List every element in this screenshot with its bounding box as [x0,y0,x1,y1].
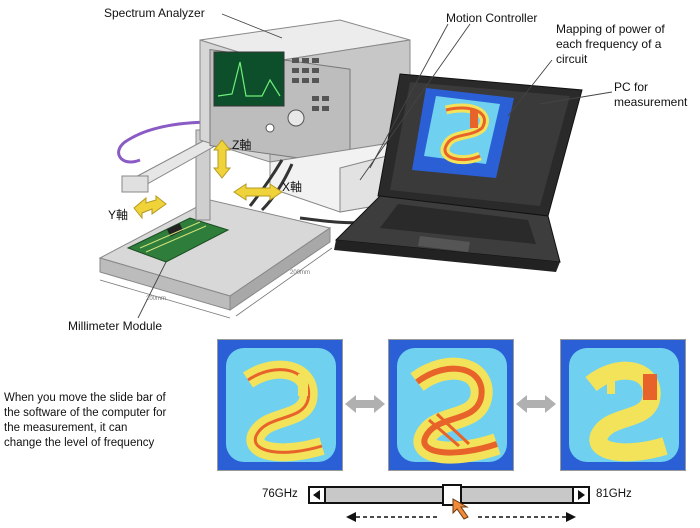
mouse-cursor-icon [452,498,469,520]
motion-controller-label: Motion Controller [446,11,538,25]
y-axis-label: Y軸 [108,208,129,222]
mapping-label-line1: Mapping of power of [556,22,665,36]
drag-direction-arrows [346,512,576,522]
dimension-lines [99,247,333,319]
slider-left-button[interactable] [308,486,326,504]
frequency-max-label: 81GHz [596,488,632,500]
frequency-slider-thumb[interactable] [442,484,462,506]
triangle-right-icon [578,490,585,500]
spectrum-analyzer-device [199,19,411,166]
note-line2: the software of the computer for [4,407,167,419]
slider-right-button[interactable] [572,486,590,504]
note-line1: When you move the slide bar of [4,392,166,404]
double-arrow-left [345,395,385,413]
y-axis-arrow [133,194,167,220]
note-line4: change the level of frequency [4,437,155,449]
dimension-width-label: 200mm [146,296,167,302]
note-line3: the measurement, it can [4,422,128,434]
dimension-depth-label: 200mm [290,270,311,276]
measurement-setup-illustration [98,13,613,319]
x-axis-label: X軸 [282,180,303,194]
xy-stage [98,199,332,311]
z-axis-label: Z軸 [232,138,252,152]
pc-label-line1: PC for [614,80,649,94]
spectrum-analyzer-label: Spectrum Analyzer [104,6,205,20]
pc-label-line2: measurement [614,95,688,109]
frequency-min-label: 76GHz [262,488,298,500]
mapping-label-line3: circuit [556,52,588,66]
heatmap-panel-right [560,339,686,471]
double-arrow-right [516,395,556,413]
millimeter-module-label: Millimeter Module [68,319,163,333]
leader-lines [137,13,613,319]
x-axis-arrow [233,183,283,201]
triangle-left-icon [313,490,320,500]
mapping-label-line2: each frequency of a [556,37,662,51]
heatmap-panel-center [388,339,514,471]
laptop-heatmap [412,88,514,178]
pc-label: PC for measurement [614,80,687,110]
slider-explanation-note: When you move the slide bar of the softw… [4,391,166,451]
millimeter-module-board [126,217,230,263]
mapping-label: Mapping of power of each frequency of a … [556,22,665,67]
heatmap-panel-left [217,339,343,471]
z-axis-arrow [212,139,232,179]
